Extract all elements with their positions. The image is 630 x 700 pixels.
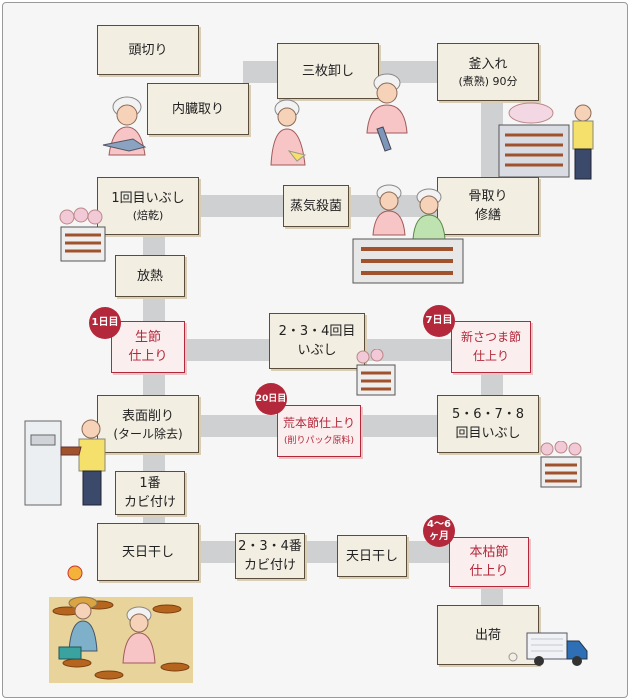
connector: [199, 415, 283, 437]
milestone-shinsatsuma: 新さつま節 仕上り: [451, 321, 531, 373]
step-label: 1回目いぶし: [111, 190, 185, 206]
step-smoke-2-3-4: 2・3・4回目 いぶし: [269, 313, 365, 369]
connector: [199, 541, 239, 563]
step-label: 本枯節: [469, 545, 509, 560]
connector: [243, 61, 283, 83]
step-label: 荒本節仕上り: [282, 415, 355, 430]
worker-kettle-illustration: [361, 73, 413, 153]
connector: [199, 195, 283, 217]
smoking-rack-illustration: [53, 207, 113, 265]
step-label: 1番: [139, 476, 161, 491]
connector: [481, 99, 503, 189]
step-steam: 蒸気殺菌: [283, 185, 349, 227]
step-label: 回目いぶし: [455, 426, 521, 441]
step-mold-2-3-4: 2・3・4番 カビ付け: [235, 533, 305, 579]
step-sun-dry-1: 天日干し: [97, 523, 199, 581]
step-label: カビ付け: [243, 558, 296, 573]
connector: [183, 339, 273, 361]
milestone-honkarebushi: 本枯節 仕上り: [449, 537, 529, 587]
connector: [363, 339, 453, 361]
step-shipping: 出荷: [437, 605, 539, 665]
step-label: 生節: [134, 330, 161, 345]
step-label: 新さつま節: [460, 330, 521, 344]
day-badge-20: 20日目: [255, 383, 287, 415]
step-label: 仕上り: [469, 564, 509, 579]
step-head-cut: 頭切り: [97, 25, 199, 75]
step-label: 骨取り: [468, 189, 508, 204]
worker-head-cut-illustration: [99, 85, 163, 157]
smoking-rack-illustration: [535, 441, 587, 491]
step-label: 表面削り: [121, 408, 174, 424]
step-sublabel: (焙乾): [132, 208, 164, 222]
bone-removal-workers-illustration: [349, 183, 471, 293]
connector: [303, 541, 339, 563]
step-label: 仕上り: [472, 349, 509, 363]
step-bone-removal: 骨取り 修繕: [437, 177, 539, 235]
surface-shaving-worker-illustration: [21, 411, 113, 507]
step-sublabel: (煮熟) 90分: [458, 74, 518, 88]
step-smoke-1: 1回目いぶし (焙乾): [97, 177, 199, 235]
step-label: 出荷: [474, 627, 501, 643]
delivery-truck-illustration: [507, 627, 589, 669]
step-label: カビ付け: [123, 495, 176, 510]
milestone-namabushi: 生節 仕上り: [111, 321, 185, 373]
worker-fillet-illustration: [265, 97, 311, 167]
step-smoke-5-6-7-8: 5・6・7・8 回目いぶし: [437, 395, 539, 453]
step-label: 天日干し: [345, 548, 398, 564]
connector: [359, 415, 441, 437]
sun-drying-workers-illustration: [47, 559, 195, 685]
steam-kettle-illustration: [495, 87, 599, 183]
step-sublabel: (タール除去): [113, 426, 183, 441]
step-fillet: 三枚卸し: [277, 43, 379, 99]
step-label: 5・6・7・8: [451, 407, 525, 422]
step-label: 放熱: [136, 268, 163, 284]
step-gut-removal: 内臓取り: [147, 83, 249, 135]
step-label: 内臓取り: [171, 101, 224, 117]
step-label: 天日干し: [121, 544, 174, 560]
step-kettle: 釜入れ (煮熟) 90分: [437, 43, 539, 101]
step-label: 仕上り: [128, 349, 168, 364]
step-sun-dry-2: 天日干し: [337, 535, 407, 577]
smoking-rack-illustration: [353, 349, 399, 399]
day-badge-1: 1日目: [89, 307, 121, 339]
step-surface-shaving: 表面削り (タール除去): [97, 395, 199, 453]
step-label: 2・3・4回目: [278, 324, 356, 339]
step-label: 修繕: [474, 208, 501, 223]
step-mold-1: 1番 カビ付け: [115, 471, 185, 515]
step-label: 頭切り: [128, 42, 168, 58]
step-label: 2・3・4番: [238, 539, 302, 554]
step-label: 蒸気殺菌: [289, 198, 342, 214]
step-sublabel: (削りパック原料): [283, 435, 355, 446]
step-label: 釜入れ: [468, 56, 508, 72]
step-cool: 放熱: [115, 255, 185, 297]
step-label: いぶし: [297, 343, 337, 358]
day-badge-7: 7日目: [423, 305, 455, 337]
month-badge: 4〜6 ヶ月: [423, 515, 455, 547]
step-label: 三枚卸し: [301, 63, 354, 79]
milestone-arabushi: 荒本節仕上り (削りパック原料): [277, 405, 361, 457]
